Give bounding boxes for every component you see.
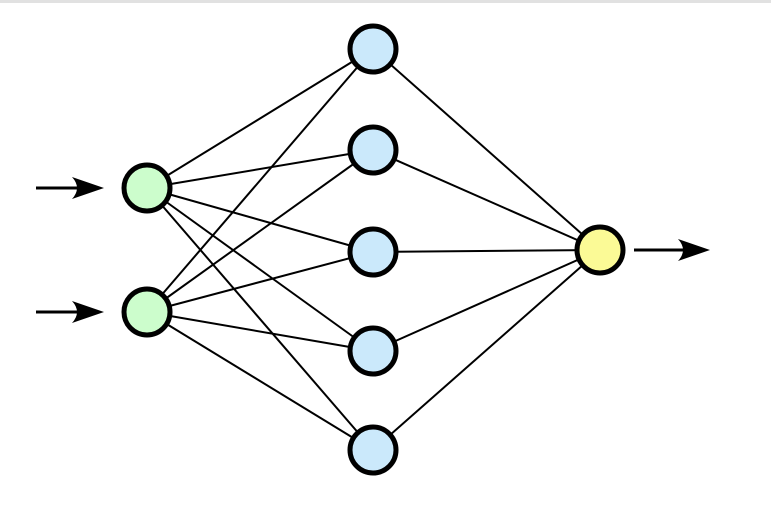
output-arrow-1-head	[678, 239, 710, 261]
input-node-1	[121, 162, 173, 214]
edge-input1-hidden5	[146, 187, 374, 451]
edge-hidden3-output1	[372, 249, 601, 253]
edge-input1-hidden2	[146, 149, 374, 189]
edge-input2-hidden3	[146, 251, 374, 313]
edge-input2-hidden5	[146, 311, 374, 451]
edge-hidden1-output1	[372, 48, 601, 251]
edge-hidden5-output1	[372, 249, 601, 451]
edge-input1-hidden1	[146, 48, 374, 189]
edge-hidden4-output1	[372, 249, 601, 352]
edge-input1-hidden4	[146, 187, 374, 352]
edges-group	[146, 48, 601, 451]
edge-input2-hidden2	[146, 149, 374, 313]
edge-input2-hidden1	[146, 48, 374, 313]
hidden-node-2	[347, 124, 399, 176]
hidden-node-4	[347, 325, 399, 377]
edge-hidden2-output1	[372, 149, 601, 251]
input-arrow-2-head	[72, 301, 104, 323]
input-node-2	[121, 286, 173, 338]
hidden-node-3	[347, 226, 399, 278]
output-node-1	[574, 224, 626, 276]
hidden-node-5	[347, 424, 399, 476]
input-arrow-1	[36, 177, 104, 199]
edge-input2-hidden4	[146, 311, 374, 352]
hidden-node-1	[347, 23, 399, 75]
edge-input1-hidden3	[146, 187, 374, 253]
input-arrow-1-head	[72, 177, 104, 199]
output-arrow-1	[634, 239, 710, 261]
window-top-border	[0, 0, 771, 3]
input-arrow-2	[36, 301, 104, 323]
